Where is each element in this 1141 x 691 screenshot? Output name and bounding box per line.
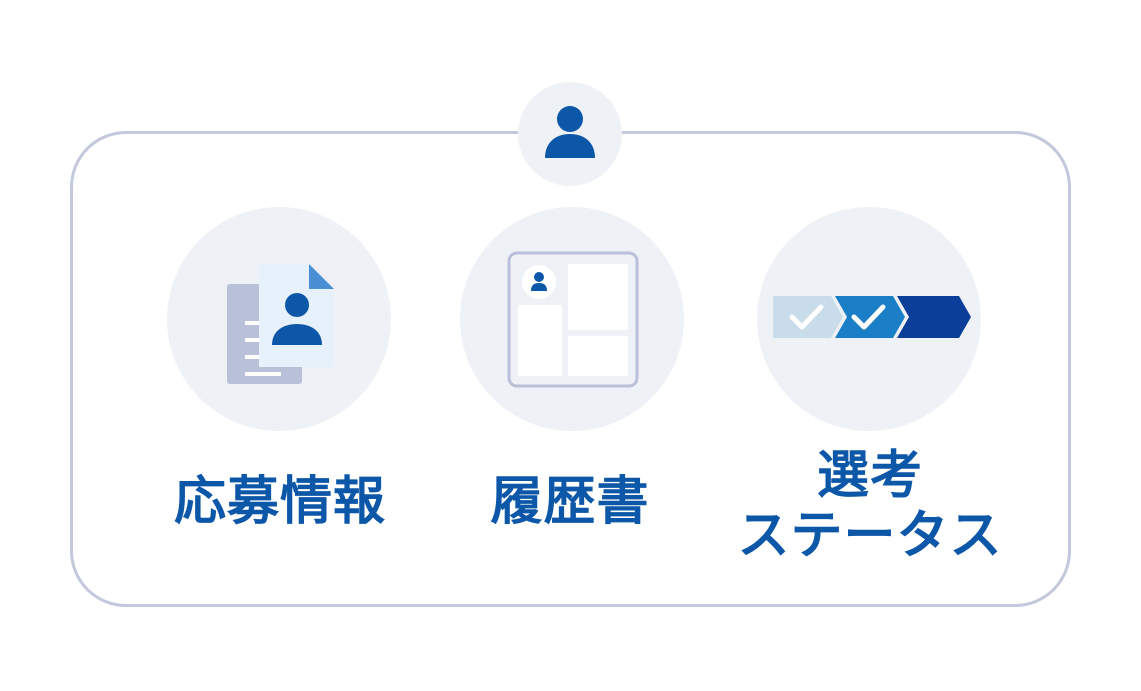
selection-status-circle (757, 207, 981, 431)
application-info-circle (167, 207, 391, 431)
resume-circle (460, 207, 684, 431)
step-done-2 (835, 296, 905, 338)
selection-status-label: 選考 ステータス (720, 446, 1020, 566)
application-document-icon (227, 264, 334, 384)
selection-status-label-line2: ステータス (737, 506, 1003, 566)
header-avatar (518, 82, 622, 186)
selection-status-label-line1: 選考 (816, 446, 923, 506)
step-current (897, 296, 971, 338)
selection-status-steps-icon (773, 296, 971, 338)
resume-label: 履歴書 (490, 472, 650, 532)
user-icon (545, 106, 595, 158)
step-done-1 (773, 296, 843, 338)
application-info-label: 応募情報 (173, 472, 386, 532)
resume-layout-icon (507, 251, 639, 388)
